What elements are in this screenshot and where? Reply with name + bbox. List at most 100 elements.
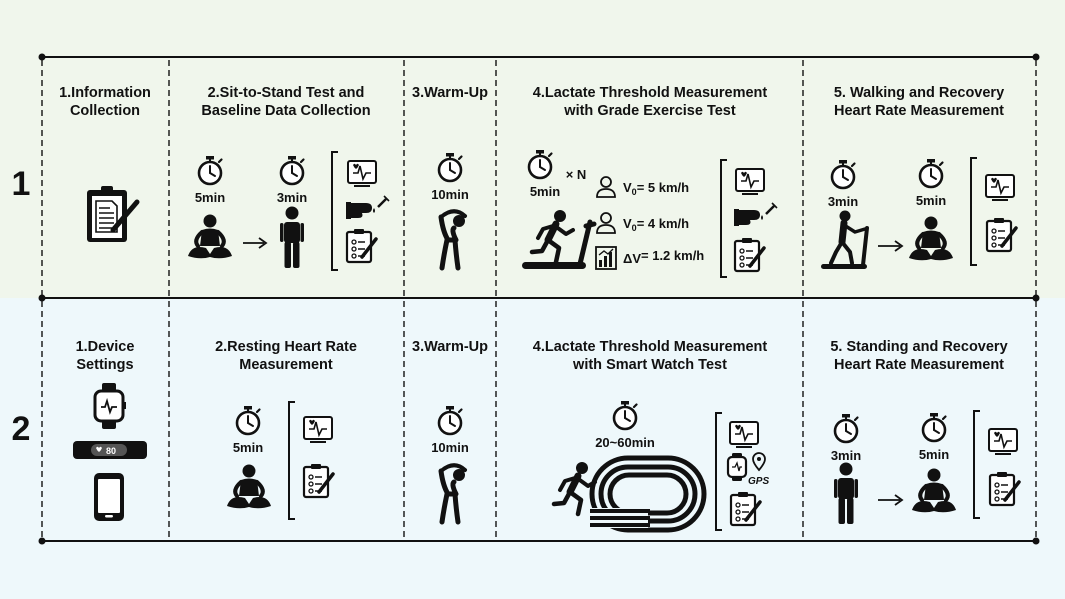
row-1-background bbox=[0, 0, 1065, 298]
bracket bbox=[331, 151, 338, 271]
smartwatch-icon bbox=[726, 451, 748, 483]
row-1-step-2-title: Baseline Data Collection bbox=[201, 103, 370, 119]
checklist-icon bbox=[985, 216, 1018, 253]
finger-blood-sample-icon bbox=[732, 201, 779, 228]
row-2-step-2-title: 2.Resting Heart Rate bbox=[215, 339, 357, 355]
runner-icon bbox=[554, 462, 595, 514]
checklist-icon bbox=[302, 462, 335, 499]
stopwatch-icon bbox=[918, 157, 944, 189]
stopwatch-icon bbox=[527, 148, 553, 180]
row-1-step-5-title: 5. Walking and Recovery bbox=[834, 85, 1004, 101]
smartwatch-icon bbox=[93, 381, 128, 431]
running-track-icon bbox=[588, 455, 707, 533]
row-1-step-4-title: 4.Lactate Threshold Measurement bbox=[533, 85, 768, 101]
arrow-icon bbox=[243, 237, 268, 249]
treadmill-walker-icon bbox=[821, 211, 867, 270]
checklist-icon bbox=[729, 490, 762, 527]
checklist-icon bbox=[988, 470, 1021, 507]
row-2-step-1-title: Settings bbox=[76, 357, 133, 373]
heart-rate-monitor-icon bbox=[735, 168, 765, 195]
treadmill-runner-icon bbox=[522, 210, 594, 269]
duration-label: 3min bbox=[277, 190, 307, 205]
top-border bbox=[38, 53, 1040, 61]
stopwatch-icon bbox=[830, 158, 856, 190]
step-icons: 80 bbox=[73, 148, 1021, 533]
bracket bbox=[970, 157, 977, 266]
person-icon bbox=[596, 212, 616, 234]
standing-person-icon bbox=[834, 462, 858, 524]
bracket bbox=[720, 159, 727, 278]
arrow-icon bbox=[878, 240, 904, 252]
speed-label: V0= 4 km/h bbox=[623, 216, 689, 233]
stopwatch-icon bbox=[235, 404, 261, 436]
heart-rate-band-icon: 80 bbox=[73, 441, 147, 459]
row-2-background bbox=[0, 298, 1065, 599]
row-1-step-1-title: Collection bbox=[70, 103, 140, 119]
row-2-step-3-title: 3.Warm-Up bbox=[412, 339, 488, 355]
bottom-border bbox=[38, 537, 1040, 545]
heart-rate-monitor-icon bbox=[303, 416, 333, 443]
heart-rate-monitor-icon bbox=[988, 428, 1018, 455]
stopwatch-icon bbox=[437, 404, 463, 436]
speed-label: ΔV= 1.2 km/h bbox=[623, 248, 704, 266]
meditating-person-icon bbox=[910, 466, 958, 515]
row-2-step-5-title: 5. Standing and Recovery bbox=[830, 339, 1007, 355]
meditating-person-icon bbox=[225, 462, 273, 511]
heart-rate-monitor-icon bbox=[729, 421, 759, 448]
row-2-step-5-title: Heart Rate Measurement bbox=[834, 357, 1004, 373]
bracket bbox=[288, 401, 295, 520]
duration-label: 5min bbox=[195, 190, 225, 205]
duration-label: 5min bbox=[530, 184, 560, 199]
smartphone-icon bbox=[94, 473, 124, 521]
repeat-label: × N bbox=[566, 167, 587, 182]
bracket bbox=[973, 410, 980, 519]
band-value: 80 bbox=[106, 446, 116, 456]
meditating-person-icon bbox=[186, 212, 234, 261]
row-1-label: 1 bbox=[12, 165, 31, 203]
bar-chart-icon bbox=[595, 246, 617, 270]
row-1-step-5-title: Heart Rate Measurement bbox=[834, 103, 1004, 119]
stopwatch-icon bbox=[921, 411, 947, 443]
row-1-step-4-title: with Grade Exercise Test bbox=[563, 103, 736, 119]
speed-label: V0= 5 km/h bbox=[623, 180, 689, 197]
duration-label: 10min bbox=[431, 440, 469, 455]
duration-label: 3min bbox=[831, 448, 861, 463]
stopwatch-icon bbox=[437, 151, 463, 183]
row-1-step-2-title: 2.Sit-to-Stand Test and bbox=[208, 85, 365, 101]
duration-label: 10min bbox=[431, 187, 469, 202]
frame-lines bbox=[38, 53, 1040, 545]
row-2-step-4-title: 4.Lactate Threshold Measurement bbox=[533, 339, 768, 355]
gps-label: GPS bbox=[748, 476, 769, 487]
bracket bbox=[715, 412, 722, 531]
duration-label: 5min bbox=[916, 193, 946, 208]
checklist-icon bbox=[345, 227, 378, 264]
stopwatch-icon bbox=[197, 154, 223, 186]
duration-label: 5min bbox=[919, 447, 949, 462]
row-1-step-3-title: 3.Warm-Up bbox=[412, 85, 488, 101]
row-1-step-1-title: 1.Information bbox=[59, 85, 151, 101]
arrow-icon bbox=[878, 494, 904, 506]
location-pin-icon bbox=[752, 452, 766, 472]
heart-rate-monitor-icon bbox=[347, 160, 377, 187]
row-2-label: 2 bbox=[12, 410, 31, 448]
stopwatch-icon bbox=[612, 399, 638, 431]
row-2-step-1-title: 1.Device bbox=[76, 339, 135, 355]
row-divider bbox=[38, 294, 1040, 302]
heart-rate-monitor-icon bbox=[985, 174, 1015, 201]
stretching-person-icon bbox=[441, 465, 465, 522]
person-icon bbox=[596, 176, 616, 198]
stopwatch-icon bbox=[279, 154, 305, 186]
standing-person-icon bbox=[280, 206, 304, 268]
row-2-step-2-title: Measurement bbox=[239, 357, 333, 373]
stopwatch-icon bbox=[833, 412, 859, 444]
duration-label: 5min bbox=[233, 440, 263, 455]
duration-label: 20~60min bbox=[595, 435, 655, 450]
finger-blood-sample-icon bbox=[344, 194, 391, 221]
duration-label: 3min bbox=[828, 194, 858, 209]
checklist-icon bbox=[733, 236, 766, 273]
row-2-step-4-title: with Smart Watch Test bbox=[572, 357, 727, 373]
clipboard-icon bbox=[87, 186, 137, 242]
